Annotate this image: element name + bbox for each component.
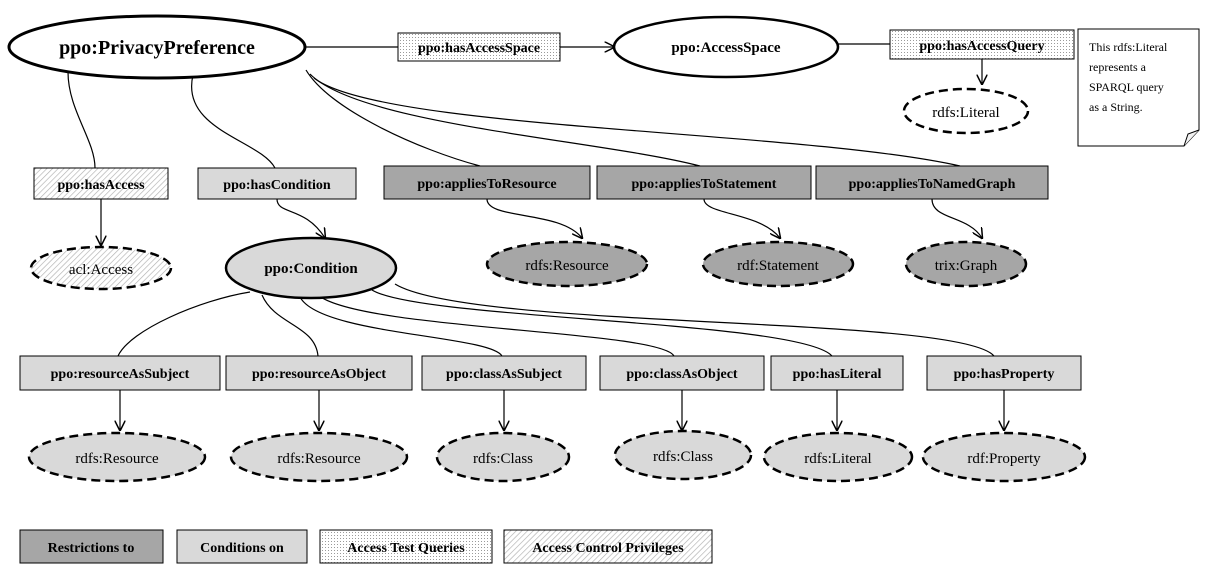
edge-condition-classassubject [299, 296, 503, 357]
edge-appliestonamedgraph-graph [931, 198, 982, 238]
edge-pp-hascondition [190, 74, 276, 169]
condition-node [224, 236, 398, 300]
class-as-subject-box: ppo:classAsSubject [421, 355, 587, 391]
trix-graph-node: trix:Graph [904, 240, 1028, 288]
has-access-space-label: ppo:hasAccessSpace [418, 41, 540, 56]
resource-as-subject-box: ppo:resourceAsSubject [19, 355, 221, 391]
rdfs-literal-node-top: rdfs:Literal [902, 87, 1030, 135]
rdfs-literal-top-label: rdfs:Literal [932, 105, 999, 121]
legend-restrictions: Restrictions to [19, 529, 164, 564]
has-literal-box: ppo:hasLiteral [770, 355, 904, 391]
rdf-property-label: rdf:Property [967, 451, 1041, 467]
edge-condition-hasliteral [371, 289, 833, 357]
edge-pp-appliestonamedgraph [313, 77, 961, 167]
edge-condition-resourceasobject [261, 294, 319, 357]
has-property-box: ppo:hasProperty [926, 355, 1082, 391]
has-condition-box: ppo:hasCondition [197, 167, 357, 200]
acl-access-label: acl:Access [69, 262, 133, 278]
resource-as-object-box: ppo:resourceAsObject [225, 355, 413, 391]
legend: Restrictions to Conditions on Access Tes… [19, 529, 713, 564]
access-space-node [612, 15, 840, 79]
applies-to-statement-label: ppo:appliesToStatement [632, 177, 777, 192]
legend-access-control-privileges: Access Control Privileges [503, 529, 713, 564]
rdf-statement-node: rdf:Statement [701, 240, 855, 288]
edge-condition-classasobject [317, 294, 675, 357]
condition-label: ppo:Condition [264, 261, 358, 277]
literal-note: This rdfs:Literal represents a SPARQL qu… [1077, 28, 1200, 147]
legend-conditions-label: Conditions on [200, 541, 284, 556]
legend-access-control-privileges-label: Access Control Privileges [532, 541, 684, 556]
class-as-object-box: ppo:classAsObject [599, 355, 765, 391]
legend-conditions: Conditions on [176, 529, 308, 564]
has-access-box: ppo:hasAccess [33, 167, 169, 200]
edge-hascondition-condition [276, 198, 325, 238]
applies-to-resource-box: ppo:appliesToResource [383, 165, 591, 200]
edge-pp-hasaccess [67, 71, 96, 169]
applies-to-named-graph-label: ppo:appliesToNamedGraph [849, 177, 1016, 192]
privacy-preference-label: ppo:PrivacyPreference [59, 37, 255, 59]
has-access-space-box: ppo:hasAccessSpace [397, 32, 561, 62]
has-access-label: ppo:hasAccess [57, 178, 145, 193]
rdfs-literal-bottom-label: rdfs:Literal [804, 451, 871, 467]
rdfs-resource-node-applies: rdfs:Resource [485, 240, 649, 288]
has-condition-label: ppo:hasCondition [223, 178, 331, 193]
resource-as-object-label: ppo:resourceAsObject [252, 367, 386, 382]
note-line-3: SPARQL query [1089, 80, 1164, 94]
rdfs-class-node-subject: rdfs:Class [435, 431, 571, 483]
rdfs-class-object-label: rdfs:Class [653, 449, 713, 465]
class-as-object-label: ppo:classAsObject [626, 367, 738, 382]
resource-as-subject-label: ppo:resourceAsSubject [51, 367, 190, 382]
rdfs-resource-object-label: rdfs:Resource [277, 451, 361, 467]
class-as-subject-label: ppo:classAsSubject [446, 367, 562, 382]
note-line-1: This rdfs:Literal [1089, 40, 1168, 54]
note-line-2: represents a [1089, 60, 1147, 74]
privacy-preference-node [7, 14, 307, 80]
applies-to-statement-box: ppo:appliesToStatement [596, 165, 812, 200]
legend-restrictions-label: Restrictions to [48, 541, 135, 556]
legend-access-test-queries-label: Access Test Queries [347, 541, 465, 556]
edge-condition-resourceassubject [117, 291, 251, 357]
rdf-statement-label: rdf:Statement [737, 258, 819, 274]
legend-access-test-queries: Access Test Queries [319, 529, 493, 564]
rdfs-resource-subject-label: rdfs:Resource [75, 451, 159, 467]
edge-pp-appliestostatement [309, 73, 701, 167]
rdfs-resource-node-object: rdfs:Resource [229, 431, 409, 483]
access-space-label: ppo:AccessSpace [671, 40, 781, 56]
has-property-label: ppo:hasProperty [954, 367, 1055, 382]
has-literal-label: ppo:hasLiteral [793, 367, 882, 382]
rdfs-resource-applies-label: rdfs:Resource [525, 258, 609, 274]
applies-to-named-graph-box: ppo:appliesToNamedGraph [815, 165, 1049, 200]
rdfs-literal-node-bottom: rdfs:Literal [762, 431, 914, 483]
acl-access-node: acl:Access [29, 245, 173, 291]
rdf-property-node: rdf:Property [921, 431, 1087, 483]
rdfs-class-subject-label: rdfs:Class [473, 451, 533, 467]
has-access-query-box: ppo:hasAccessQuery [889, 29, 1075, 60]
has-access-query-label: ppo:hasAccessQuery [919, 39, 1044, 54]
rdfs-class-node-object: rdfs:Class [613, 429, 753, 481]
edge-appliestoresource-resource [486, 198, 582, 238]
applies-to-resource-label: ppo:appliesToResource [417, 177, 556, 192]
rdfs-resource-node-subject: rdfs:Resource [27, 431, 207, 483]
trix-graph-label: trix:Graph [935, 258, 998, 274]
edge-condition-hasproperty [394, 283, 995, 357]
edge-appliestostatement-statement [703, 198, 780, 238]
note-line-4: as a String. [1089, 100, 1143, 114]
edge-pp-appliestoresource [305, 69, 481, 167]
